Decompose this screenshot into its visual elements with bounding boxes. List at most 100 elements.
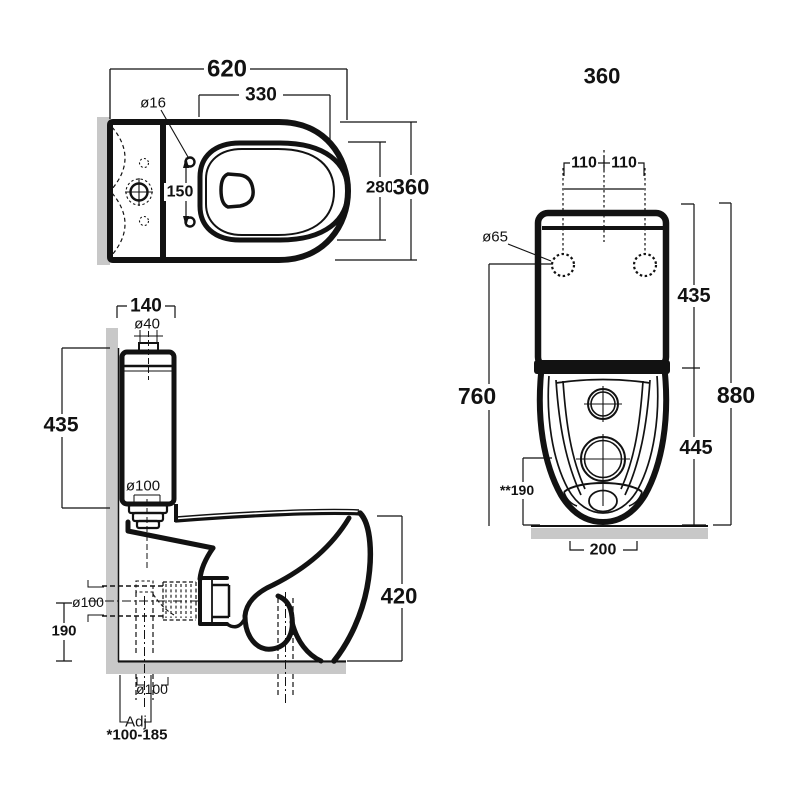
rear-pan-details [563, 386, 643, 513]
rear-pan-top-arc [555, 378, 651, 384]
rear-inlet-hole-left [550, 252, 576, 278]
rear-labels: 110 110 ø65 760 **190 200 435 445 880 [456, 155, 760, 559]
rear-base-oval [588, 489, 618, 513]
label-bg [49, 623, 80, 640]
label-bg [713, 383, 760, 408]
rear-dim-190-label: **190 [500, 482, 534, 498]
side-outlet-spigot [198, 576, 229, 626]
side-dim-435-label: 435 [43, 414, 78, 437]
side-dim-190-label: 190 [51, 623, 76, 640]
rear-pan-inner-contour [547, 375, 659, 514]
rear-large-hole-cross [576, 434, 630, 506]
side-flange-2 [131, 511, 165, 523]
plan-dia16-label: ø16 [140, 95, 166, 112]
side-flush-dia-label: ø100 [126, 478, 160, 495]
side-spigot-socket [212, 583, 231, 619]
label-bg [456, 384, 499, 410]
side-outlet-dia-label: ø100 [72, 594, 104, 610]
rear-dia65-label: ø65 [482, 229, 508, 246]
label-bg [204, 57, 250, 81]
side-outlet-pipework-dashed [88, 331, 294, 710]
rear-small-hole-cross [584, 386, 622, 422]
side-pan-profile [125, 504, 374, 664]
plan-dashed-arcs [111, 126, 126, 256]
plan-view: 620 330 ø16 150 280 360 [97, 56, 431, 265]
side-dia40-label: ø40 [134, 316, 160, 333]
label-bg [239, 85, 283, 105]
plan-dim-150-label: 150 [167, 184, 194, 201]
plan-button-cross [125, 178, 153, 206]
side-corrugated-adapter [165, 584, 192, 618]
rear-view: 360 [456, 64, 760, 559]
rear-dim-110-right-label: 110 [611, 155, 637, 172]
side-rear-wall-curve [197, 545, 216, 582]
side-pipe-bend-dashed [152, 593, 175, 616]
rear-base-arch [563, 482, 643, 493]
rear-dim-880-label: 880 [717, 382, 755, 408]
plan-dia16-leader [160, 109, 189, 158]
side-seat-top-thin [175, 508, 360, 518]
rear-dim-110-left-label: 110 [571, 155, 597, 172]
plan-spud-hole [219, 172, 255, 209]
label-bg [39, 414, 84, 437]
side-seat-top [174, 511, 362, 523]
label-bg [164, 183, 195, 201]
rear-dimension-lines [488, 156, 732, 551]
side-adj-range-label: *100-185 [107, 727, 168, 744]
rear-cistern-base-band [534, 360, 670, 374]
rear-dim-200-label: 200 [590, 542, 617, 559]
side-bowl-curve [242, 515, 352, 619]
plan-fixing-dot-top [138, 157, 150, 169]
side-flange-3 [135, 519, 161, 530]
plan-seat-inner [205, 148, 336, 236]
rear-dim-200-lines [569, 541, 638, 551]
side-platform [125, 519, 216, 551]
plan-fixing-dot-bottom [138, 215, 150, 227]
side-view: 140 ø40 435 ø100 ø100 190 ø100 Adj *100-… [39, 296, 423, 744]
side-dim-420-label: 420 [381, 584, 418, 609]
rear-dim-760-label: 760 [458, 383, 496, 409]
rear-pan-contours [547, 375, 659, 514]
plan-cistern-internals [111, 126, 153, 256]
side-dim-adj-lines [119, 675, 152, 723]
side-trap-outfall [289, 619, 324, 664]
side-labels: 140 ø40 435 ø100 ø100 190 ø100 Adj *100-… [39, 296, 423, 744]
side-adj-label: Adj [125, 714, 147, 731]
side-front-curve [331, 510, 374, 664]
side-spigot-trap-link [225, 619, 246, 629]
plan-body-outline [107, 119, 351, 263]
side-dim-floor-dia-lines [136, 677, 169, 686]
side-dim-outlet-dia-lines [87, 580, 104, 622]
label-bg [364, 177, 396, 197]
rear-cistern-outline [534, 209, 670, 371]
rear-width-label: 360 [584, 64, 621, 89]
plan-dim-360-label: 360 [393, 175, 430, 200]
side-dim-flush-dia-lines [133, 494, 161, 502]
side-dim-140-label: 140 [130, 296, 162, 317]
label-bg [672, 285, 717, 307]
side-wall-strip [106, 328, 118, 672]
plan-dim-280-label: 280 [366, 178, 394, 197]
side-dia40-ticks [134, 330, 163, 342]
side-outlet-connector-box [135, 580, 154, 593]
plan-wall-strip [97, 117, 110, 265]
label-bg [497, 482, 538, 499]
plan-dim-330-label: 330 [245, 85, 277, 106]
rear-dim-435-label: 435 [677, 285, 710, 307]
label-bg [377, 584, 423, 608]
label-bg [127, 296, 165, 316]
rear-dim-880-lines [713, 202, 732, 526]
plan-seat-outer [197, 140, 351, 243]
rear-floor-strip [531, 528, 708, 539]
label-bg [570, 155, 598, 172]
side-trap-u [242, 593, 295, 652]
rear-dia65-leader [507, 243, 552, 262]
label-bg [674, 437, 719, 459]
label-bg [610, 155, 638, 172]
plan-dim-620-label: 620 [207, 56, 247, 83]
side-flush-connector [127, 503, 169, 530]
rear-inlet-hole-right [632, 252, 658, 278]
side-dimension-lines [56, 305, 403, 723]
